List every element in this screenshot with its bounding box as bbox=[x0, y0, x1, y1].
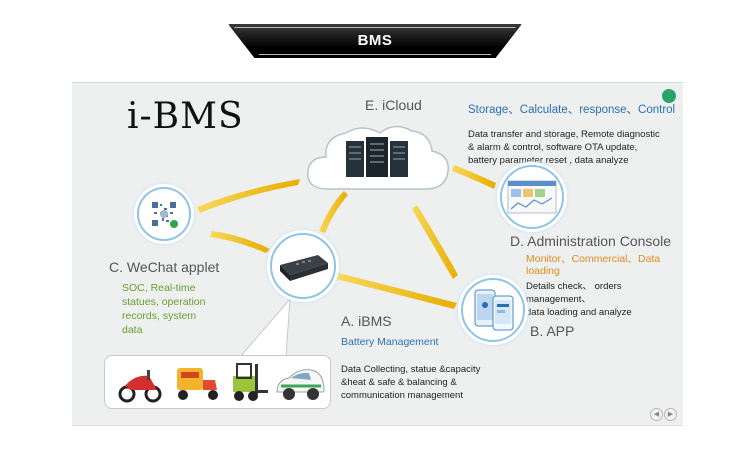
ibms-line: &heat & safe & balancing & bbox=[341, 377, 457, 388]
storage-line: Data transfer and storage, Remote diagno… bbox=[468, 129, 660, 140]
wechat-line: records, system bbox=[122, 310, 197, 322]
header-title: BMS bbox=[357, 32, 393, 49]
ibms-line: communication management bbox=[341, 390, 463, 401]
link-ibms-app bbox=[336, 273, 457, 309]
bms-device-icon bbox=[280, 255, 328, 281]
link-ibms-cloud bbox=[319, 191, 348, 233]
link-wechat-ibms bbox=[210, 231, 270, 253]
vehicles-callout bbox=[104, 355, 331, 409]
dashboard-icon bbox=[507, 180, 557, 214]
server-rack-icon bbox=[346, 137, 408, 177]
wechat-line: data bbox=[122, 324, 143, 336]
ibms-subtitle: Battery Management bbox=[341, 336, 439, 348]
delivery-tricycle-icon bbox=[177, 368, 218, 400]
ibms-line: Data Collecting, statue &capacity bbox=[341, 364, 481, 375]
console-title: D. Administration Console bbox=[510, 233, 672, 249]
ibms-description: Data Collecting, statue &capacity &heat … bbox=[341, 363, 480, 402]
vehicles-row bbox=[118, 363, 325, 403]
phone-app-icon bbox=[474, 289, 514, 331]
link-cloud-console bbox=[452, 165, 496, 189]
wechat-line: statues, operation bbox=[122, 296, 206, 308]
link-cloud-wechat bbox=[197, 179, 300, 213]
wechat-description: SOC, Real-time statues, operation record… bbox=[122, 281, 205, 337]
storage-line: & alarm & control, software OTA update, bbox=[468, 142, 638, 153]
cloud-title: E. iCloud bbox=[365, 97, 422, 113]
console-line: Details check、 orders management、 bbox=[526, 281, 622, 305]
ibms-title: A. iBMS bbox=[341, 313, 392, 329]
storage-line: battery parameter reset , data analyze bbox=[468, 155, 629, 166]
console-circle bbox=[500, 165, 564, 229]
link-cloud-app bbox=[412, 205, 458, 279]
qr-code-icon bbox=[147, 197, 181, 231]
console-line: data loading and analyze bbox=[526, 307, 632, 318]
wechat-title: C. WeChat applet bbox=[109, 259, 220, 275]
scooter-icon bbox=[118, 370, 162, 403]
wechat-line: SOC, Real-time bbox=[122, 282, 196, 294]
prev-arrow-icon[interactable]: ◀ bbox=[650, 408, 663, 421]
green-toggle-icon[interactable] bbox=[662, 89, 676, 103]
forklift-icon bbox=[233, 363, 268, 401]
electric-car-icon bbox=[276, 369, 325, 400]
callout-pointer bbox=[238, 297, 291, 358]
ibms-logo: i-BMS bbox=[127, 96, 244, 137]
cloud-shape bbox=[307, 125, 449, 190]
console-subtitle-2: loading bbox=[526, 265, 560, 277]
app-circle bbox=[461, 278, 525, 342]
header-banner: BMS bbox=[228, 24, 522, 58]
storage-heading: Storage、Calculate、response、Control bbox=[468, 104, 676, 116]
console-subtitle-1: Monitor、Commercial、Data bbox=[526, 253, 661, 265]
app-title: B. APP bbox=[530, 323, 575, 339]
connection-links bbox=[197, 165, 496, 358]
wechat-circle bbox=[137, 187, 191, 241]
ibms-circle bbox=[270, 233, 336, 299]
console-description: Details check、 orders management、 data l… bbox=[526, 280, 683, 319]
next-arrow-icon[interactable]: ▶ bbox=[664, 408, 677, 421]
bms-diagram-slide: i-BMS E. iCloud Storage、Calculate、respon… bbox=[72, 82, 683, 426]
storage-description: Data transfer and storage, Remote diagno… bbox=[468, 128, 660, 167]
